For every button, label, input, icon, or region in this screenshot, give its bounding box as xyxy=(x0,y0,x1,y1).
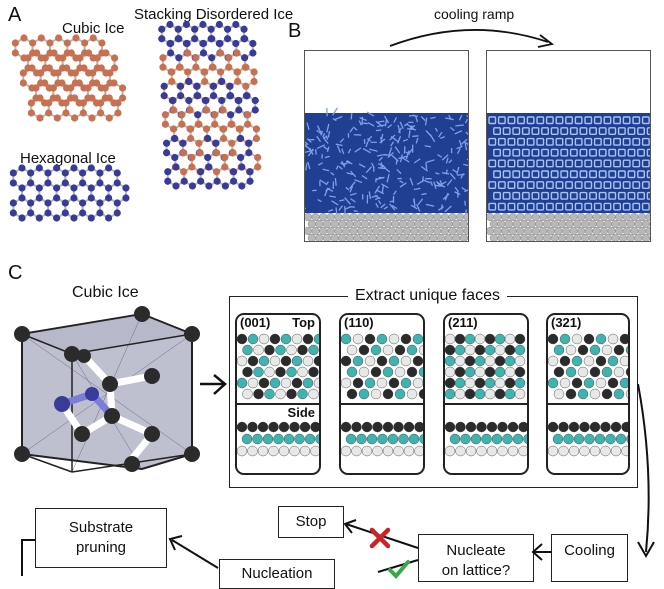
stacking-disordered-ice-label: Stacking Disordered Ice xyxy=(134,6,293,23)
nucleate-box: Nucleate on lattice? xyxy=(418,534,534,582)
panel-b-letter: B xyxy=(288,20,301,43)
panel-a-letter: A xyxy=(8,4,21,27)
face-001-top-view xyxy=(237,333,319,403)
face-211: (211) xyxy=(443,313,529,475)
face-321-top-view xyxy=(548,333,628,403)
face-001: (001) Top Side xyxy=(235,313,321,475)
sim-box-after xyxy=(486,50,651,242)
green-check-icon xyxy=(390,562,408,576)
face-321-side-view xyxy=(548,419,628,471)
face-001-side-view xyxy=(237,419,319,471)
stacking-disordered-lattice xyxy=(160,26,290,266)
hexagonal-ice-lattice xyxy=(14,168,144,243)
unit-cell-to-faces-arrow xyxy=(196,372,230,402)
nucleate-label: Nucleate xyxy=(446,541,505,561)
nucleation-to-pruning-arrow xyxy=(166,534,222,574)
face-211-side-view xyxy=(445,419,527,471)
face-321-divider xyxy=(548,403,628,405)
nucleation-box: Nucleation xyxy=(219,559,335,589)
face-321: (321) xyxy=(546,313,630,475)
hexagonal-ice-label: Hexagonal Ice xyxy=(20,150,116,167)
face-110-divider xyxy=(341,403,423,405)
face-211-divider xyxy=(445,403,527,405)
face-001-top-label: Top xyxy=(292,315,315,330)
face-110-top-view xyxy=(341,333,423,403)
face-110: (110) xyxy=(339,313,425,475)
face-211-top-view xyxy=(445,333,527,403)
workflow-bracket xyxy=(16,536,40,576)
stop-box: Stop xyxy=(278,506,344,538)
face-001-label: (001) xyxy=(240,315,270,330)
cubic-ice-lattice xyxy=(14,40,154,135)
panel-c-letter: C xyxy=(8,262,22,285)
cooling-box: Cooling xyxy=(551,534,628,582)
unit-cell-label: Cubic Ice xyxy=(72,284,139,302)
face-110-side-view xyxy=(341,419,423,471)
nucleate-to-nucleation-arrow xyxy=(338,556,422,576)
substrate-pruning-box: Substrate pruning xyxy=(35,508,167,568)
face-001-side-label: Side xyxy=(288,405,315,420)
cooling-ramp-label: cooling ramp xyxy=(434,6,514,22)
cooling-to-nucleate-arrow xyxy=(530,540,554,564)
extract-faces-label: Extract unique faces xyxy=(348,287,507,305)
face-211-label: (211) xyxy=(448,315,478,330)
sim-box-before xyxy=(304,50,469,242)
face-321-label: (321) xyxy=(551,315,581,330)
face-110-label: (110) xyxy=(344,315,374,330)
nucleate-question-label: on lattice? xyxy=(442,561,510,581)
cubic-unit-cell xyxy=(12,304,202,474)
nucleate-to-stop-arrow xyxy=(342,518,422,558)
cooling-ramp-arrow xyxy=(380,22,570,52)
